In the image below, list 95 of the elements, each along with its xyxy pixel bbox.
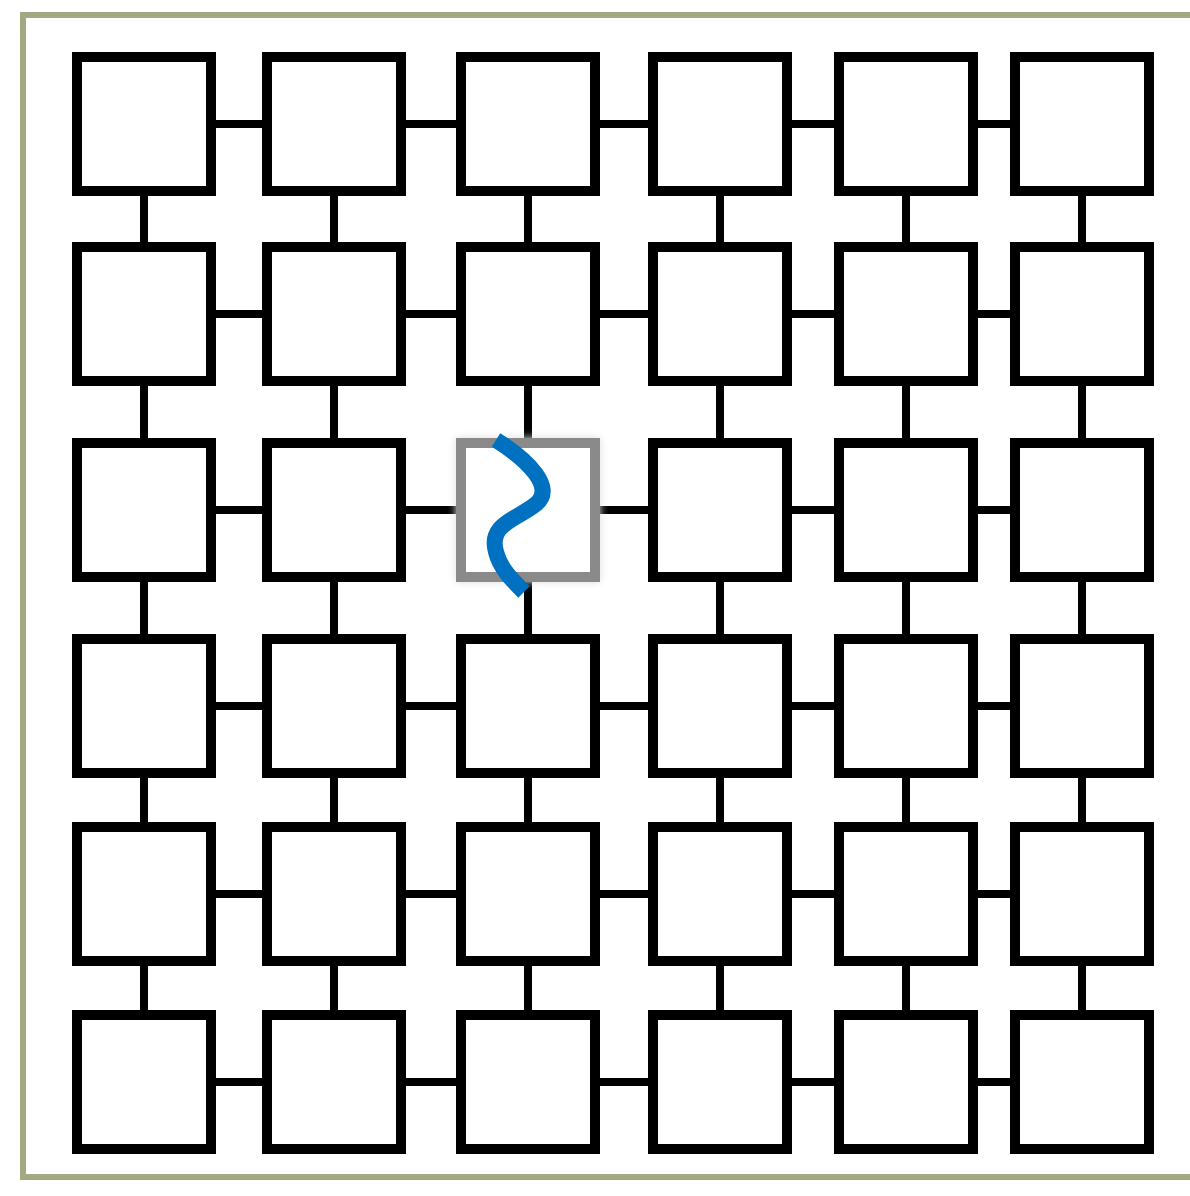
box bbox=[834, 438, 978, 582]
connector-line bbox=[792, 506, 834, 514]
connector-line bbox=[406, 310, 456, 318]
box bbox=[648, 438, 792, 582]
connector-line bbox=[978, 702, 1010, 710]
connector-line bbox=[216, 120, 262, 128]
connector-line bbox=[792, 310, 834, 318]
connector-line bbox=[978, 1078, 1010, 1086]
box bbox=[1010, 1010, 1154, 1154]
box bbox=[262, 52, 406, 196]
box bbox=[456, 242, 600, 386]
box bbox=[456, 52, 600, 196]
connector-line bbox=[330, 966, 338, 1010]
box bbox=[262, 438, 406, 582]
connector-line bbox=[1078, 196, 1086, 242]
box bbox=[834, 242, 978, 386]
connector-line bbox=[902, 386, 910, 438]
connector-line bbox=[978, 120, 1010, 128]
connector-line bbox=[792, 702, 834, 710]
connector-line bbox=[140, 966, 148, 1010]
connector-line bbox=[140, 386, 148, 438]
connector-line bbox=[406, 890, 456, 898]
connector-line bbox=[140, 196, 148, 242]
box bbox=[1010, 822, 1154, 966]
box bbox=[456, 1010, 600, 1154]
box bbox=[1010, 634, 1154, 778]
connector-line bbox=[406, 702, 456, 710]
connector-line bbox=[716, 196, 724, 242]
connector-line bbox=[524, 966, 532, 1010]
connector-line bbox=[406, 1078, 456, 1086]
box bbox=[456, 634, 600, 778]
connector-line bbox=[406, 120, 456, 128]
box bbox=[648, 634, 792, 778]
box bbox=[262, 242, 406, 386]
box bbox=[648, 822, 792, 966]
box bbox=[834, 822, 978, 966]
box bbox=[834, 1010, 978, 1154]
box bbox=[1010, 242, 1154, 386]
box bbox=[262, 634, 406, 778]
connector-line bbox=[600, 120, 648, 128]
connector-line bbox=[978, 506, 1010, 514]
box bbox=[1010, 52, 1154, 196]
connector-line bbox=[600, 1078, 648, 1086]
connector-line bbox=[716, 778, 724, 822]
box bbox=[456, 822, 600, 966]
connector-line bbox=[330, 582, 338, 634]
box bbox=[72, 438, 216, 582]
box bbox=[648, 1010, 792, 1154]
box bbox=[648, 52, 792, 196]
box bbox=[262, 822, 406, 966]
connector-line bbox=[330, 386, 338, 438]
connector-line bbox=[792, 1078, 834, 1086]
connector-line bbox=[600, 702, 648, 710]
connector-line bbox=[1078, 966, 1086, 1010]
connector-line bbox=[792, 890, 834, 898]
box bbox=[1010, 438, 1154, 582]
connector-line bbox=[406, 506, 456, 514]
connector-line bbox=[524, 196, 532, 242]
box bbox=[72, 1010, 216, 1154]
box bbox=[72, 242, 216, 386]
connector-line bbox=[902, 778, 910, 822]
connector-line bbox=[216, 1078, 262, 1086]
connector-line bbox=[330, 196, 338, 242]
connector-line bbox=[1078, 778, 1086, 822]
box bbox=[648, 242, 792, 386]
box bbox=[834, 52, 978, 196]
connector-line bbox=[600, 310, 648, 318]
box bbox=[72, 634, 216, 778]
connector-line bbox=[978, 890, 1010, 898]
connector-line bbox=[216, 506, 262, 514]
connector-line bbox=[524, 386, 532, 438]
connector-line bbox=[216, 702, 262, 710]
connector-line bbox=[716, 386, 724, 438]
box bbox=[72, 822, 216, 966]
connector-line bbox=[716, 582, 724, 634]
connector-line bbox=[524, 778, 532, 822]
box bbox=[834, 634, 978, 778]
connector-line bbox=[978, 310, 1010, 318]
connector-line bbox=[140, 778, 148, 822]
connector-line bbox=[1078, 386, 1086, 438]
connector-line bbox=[140, 582, 148, 634]
connector-line bbox=[216, 890, 262, 898]
connector-line bbox=[902, 582, 910, 634]
connector-line bbox=[216, 310, 262, 318]
connector-line bbox=[1078, 582, 1086, 634]
connector-line bbox=[524, 582, 532, 634]
connector-line bbox=[600, 890, 648, 898]
connector-line bbox=[600, 506, 648, 514]
box bbox=[262, 1010, 406, 1154]
connector-line bbox=[792, 120, 834, 128]
connector-line bbox=[902, 966, 910, 1010]
connector-line bbox=[902, 196, 910, 242]
box bbox=[72, 52, 216, 196]
connector-line bbox=[716, 966, 724, 1010]
connector-line bbox=[330, 778, 338, 822]
